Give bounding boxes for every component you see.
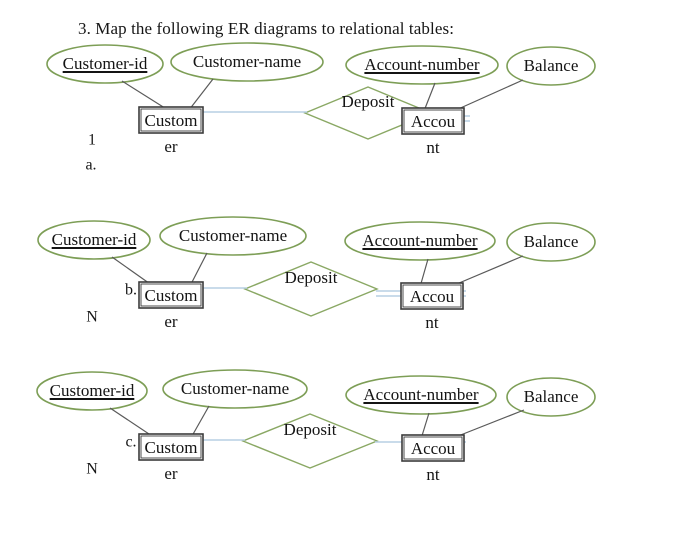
entity-box-account (401, 107, 465, 135)
entity-label-account: Accou (410, 112, 456, 131)
attribute-label-customer-id: Customer-id (62, 54, 148, 73)
attribute-ellipse-customer-name (159, 216, 307, 256)
er-diagram-c: Customer-id Customer-name Account-number… (0, 368, 700, 528)
page-title: 3. Map the following ER diagrams to rela… (78, 19, 455, 38)
attribute-ellipse-account-number (345, 45, 499, 85)
attribute-label-account-number: Account-number (362, 231, 478, 250)
entity-label-account: Accou (409, 287, 455, 306)
attr-link-customer-name (189, 252, 208, 287)
attribute-label-balance: Balance (523, 232, 579, 251)
attr-link-account-number (423, 82, 436, 112)
attribute-ellipse-customer-id (37, 220, 151, 260)
attribute-label-account-number: Account-number (364, 55, 480, 74)
entity-box-customer-inner (140, 108, 202, 132)
entity-label-customer-overflow: er (164, 464, 178, 483)
relationship-diamond-deposit (243, 261, 379, 317)
attr-link-balance (452, 409, 525, 439)
entity-box-customer-inner (140, 283, 202, 307)
entity-box-account (401, 434, 465, 462)
er-diagram-b-canvas (37, 216, 596, 317)
item-label-a: a. (85, 156, 97, 174)
entity-label-customer: Custom (144, 286, 198, 305)
attribute-ellipse-customer-id (36, 371, 148, 411)
relationship-diamond-deposit (241, 413, 379, 469)
entity-box-account-inner (403, 109, 463, 133)
attr-link-balance (451, 255, 524, 287)
er-diagram-c-canvas (36, 369, 596, 469)
attribute-ellipse-account-number (345, 375, 497, 415)
attribute-label-account-number: Account-number (363, 385, 479, 404)
entity-box-customer-inner (140, 435, 202, 459)
attribute-ellipse-account-number (344, 221, 496, 261)
attribute-ellipse-balance (506, 377, 596, 417)
attribute-label-customer-id: Customer-id (49, 381, 135, 400)
attribute-ellipse-customer-name (162, 369, 308, 409)
attr-link-balance (455, 79, 524, 111)
entity-box-account-inner (402, 284, 462, 308)
entity-box-customer (138, 106, 204, 134)
entity-label-account-overflow: nt (425, 313, 439, 332)
entity-label-customer-overflow: er (164, 137, 178, 156)
entity-box-customer (138, 281, 204, 309)
attribute-label-customer-name: Customer-name (178, 226, 288, 245)
attribute-ellipse-customer-name (170, 42, 324, 82)
relationship-label-deposit: Deposit (284, 268, 338, 287)
attr-link-customer-id (109, 407, 153, 437)
er-diagram-b: Customer-id Customer-name Account-number… (0, 216, 700, 378)
cardinality-label-left: N (86, 308, 98, 326)
attr-link-customer-name (191, 405, 210, 437)
attribute-label-customer-id: Customer-id (51, 230, 137, 249)
relationship-label-deposit: Deposit (341, 92, 395, 111)
entity-label-customer: Custom (144, 111, 198, 130)
attribute-label-customer-name: Customer-name (180, 379, 290, 398)
entity-box-account (400, 282, 464, 310)
item-label-b: b. (125, 281, 137, 299)
entity-label-account-overflow: nt (426, 138, 440, 157)
er-diagram-a-canvas (46, 42, 596, 140)
attr-link-customer-id (121, 80, 169, 111)
attribute-label-balance: Balance (523, 56, 579, 75)
entity-label-customer-overflow: er (164, 312, 178, 331)
attr-link-customer-name (188, 78, 214, 111)
entity-label-customer: Custom (144, 438, 198, 457)
attribute-ellipse-balance (506, 222, 596, 262)
entity-label-account-overflow: nt (426, 465, 440, 484)
attribute-ellipse-customer-id (46, 44, 164, 84)
cardinality-label-left: 1 (88, 131, 96, 149)
attribute-label-customer-name: Customer-name (192, 52, 302, 71)
entity-label-account: Accou (410, 439, 456, 458)
relationship-label-deposit: Deposit (283, 420, 337, 439)
attribute-label-balance: Balance (523, 387, 579, 406)
item-label-c: c. (125, 433, 137, 451)
entity-box-account-inner (403, 436, 463, 460)
cardinality-label-left: N (86, 460, 98, 478)
attr-link-customer-id (111, 256, 154, 287)
entity-box-customer (138, 433, 204, 461)
er-diagram-a: Customer-id Customer-name Account-number… (0, 42, 700, 202)
attribute-ellipse-balance (506, 46, 596, 86)
